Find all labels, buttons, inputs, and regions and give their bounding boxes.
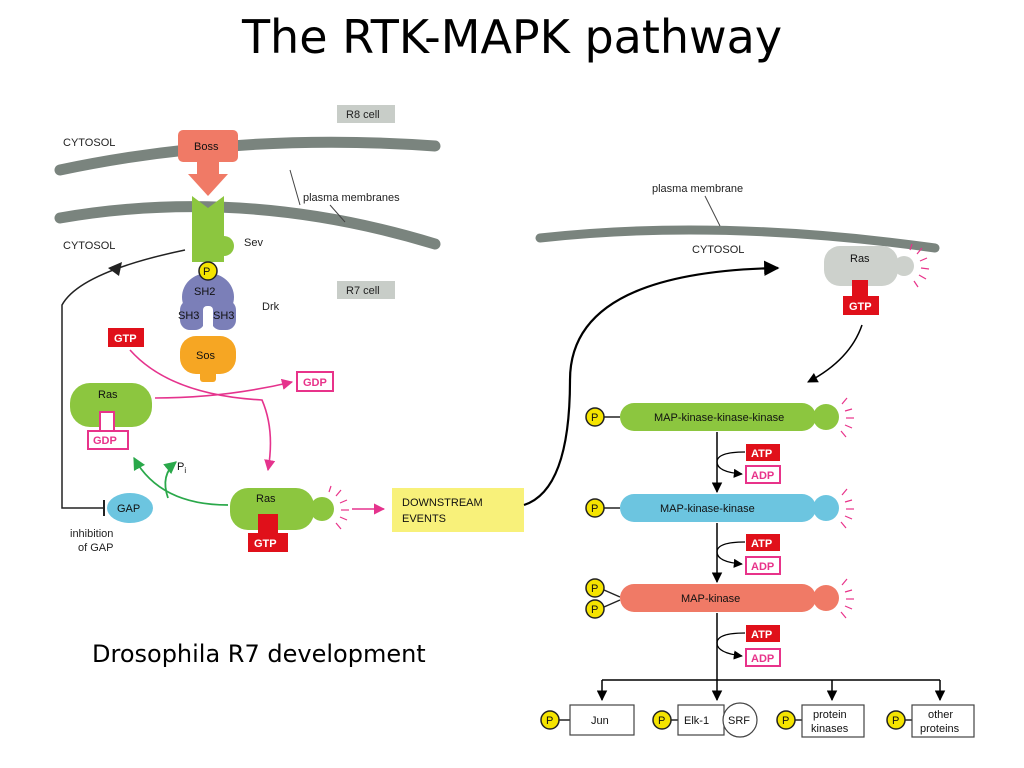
ras-inactive-label: Ras bbox=[98, 389, 118, 401]
slide-title: The RTK-MAPK pathway bbox=[241, 10, 783, 64]
inhibition-line1: inhibition bbox=[70, 528, 113, 540]
svg-text:protein: protein bbox=[813, 709, 847, 721]
target-other-proteins: P other proteins bbox=[886, 704, 975, 738]
mapk-row: P P MAP-kinase bbox=[585, 578, 854, 619]
connector-arrow bbox=[523, 260, 780, 507]
pi-label: Pi bbox=[177, 461, 186, 475]
right-ras-label: Ras bbox=[850, 253, 870, 265]
sev-phosphate-label: P bbox=[203, 266, 210, 278]
target-branches bbox=[596, 679, 946, 702]
boss-label: Boss bbox=[194, 141, 219, 153]
mapkk-row: P MAP-kinase-kinase bbox=[585, 488, 854, 529]
svg-text:P: P bbox=[892, 715, 899, 727]
sev-receptor: Sev bbox=[192, 196, 263, 262]
right-ras-gtp-label: GTP bbox=[849, 301, 872, 313]
pi-release-arrow bbox=[163, 461, 177, 499]
svg-text:P: P bbox=[658, 715, 665, 727]
svg-text:ATP: ATP bbox=[751, 629, 772, 641]
mapkk-phosphate-label: P bbox=[591, 503, 598, 515]
sev-phosphate: P bbox=[198, 261, 218, 281]
svg-text:R7 cell: R7 cell bbox=[346, 285, 380, 297]
mapkkk-row: P MAP-kinase-kinase-kinase bbox=[585, 397, 854, 438]
srf-label: SRF bbox=[728, 715, 750, 727]
svg-text:ADP: ADP bbox=[751, 653, 774, 665]
right-cytosol-label: CYTOSOL bbox=[692, 244, 744, 256]
ras-active-label: Ras bbox=[256, 493, 276, 505]
svg-text:P: P bbox=[546, 715, 553, 727]
gap-inhibition-arrowhead bbox=[108, 262, 122, 276]
svg-text:ATP: ATP bbox=[751, 448, 772, 460]
drk-adaptor: SH2 SH3 SH3 Drk bbox=[178, 273, 280, 336]
sh3-left-label: SH3 bbox=[178, 310, 199, 322]
right-plasma-membrane bbox=[535, 225, 940, 253]
phosphorylation-step-2: ATP ADP bbox=[711, 523, 781, 584]
mapkkk-phosphate-label: P bbox=[591, 412, 598, 424]
gtp-to-ras-arrow bbox=[129, 349, 276, 472]
r7-plasma-membrane bbox=[54, 201, 441, 250]
gap-label: GAP bbox=[117, 503, 140, 515]
phosphorylation-step-1: ATP ADP bbox=[711, 432, 781, 494]
downstream-events-box: DOWNSTREAM EVENTS bbox=[392, 488, 524, 532]
svg-text:ADP: ADP bbox=[751, 561, 774, 573]
inhibition-line2: of GAP bbox=[78, 542, 113, 554]
gap-protein: GAP bbox=[107, 493, 153, 523]
elk1-label: Elk-1 bbox=[684, 715, 709, 727]
svg-text:ADP: ADP bbox=[751, 470, 774, 482]
mapk-phosphate-1-label: P bbox=[591, 583, 598, 595]
r8-plasma-membrane bbox=[54, 136, 441, 176]
svg-text:GTP: GTP bbox=[114, 333, 137, 345]
plasma-membrane-label: plasma membrane bbox=[652, 183, 743, 195]
boss-ligand: Boss bbox=[178, 130, 238, 196]
slide-caption: Drosophila R7 development bbox=[92, 640, 426, 668]
mapk-phosphate-2-label: P bbox=[591, 604, 598, 616]
svg-text:R8 cell: R8 cell bbox=[346, 109, 380, 121]
r7-cell-label: R7 cell bbox=[337, 281, 395, 299]
right-ras: Ras GTP bbox=[824, 243, 930, 315]
sos-protein: Sos bbox=[180, 336, 236, 382]
svg-text:other: other bbox=[928, 709, 953, 721]
free-gdp-badge: GDP bbox=[296, 371, 334, 392]
svg-text:DOWNSTREAM: DOWNSTREAM bbox=[402, 497, 483, 509]
r8-cell-label: R8 cell bbox=[337, 105, 395, 123]
plasma-membranes-label: plasma membranes bbox=[303, 192, 400, 204]
mapk-label: MAP-kinase bbox=[681, 593, 740, 605]
jun-label: Jun bbox=[591, 715, 609, 727]
target-elk1-srf: P Elk-1 SRF bbox=[652, 702, 758, 738]
svg-text:kinases: kinases bbox=[811, 723, 849, 735]
sev-label: Sev bbox=[244, 237, 263, 249]
sos-label: Sos bbox=[196, 350, 215, 362]
plasma-membranes-leader bbox=[289, 169, 301, 206]
drk-label: Drk bbox=[262, 301, 280, 313]
free-gtp-badge: GTP bbox=[108, 328, 144, 347]
sh3-right-label: SH3 bbox=[213, 310, 234, 322]
gtp-hydrolysis-arrow bbox=[133, 456, 229, 506]
cytosol-bottom-label: CYTOSOL bbox=[63, 240, 115, 252]
target-jun: P Jun bbox=[540, 704, 635, 736]
svg-text:ATP: ATP bbox=[751, 538, 772, 550]
svg-text:proteins: proteins bbox=[920, 723, 960, 735]
gdp-release-arrow bbox=[154, 378, 294, 399]
ras-to-mapkkk-arrow bbox=[807, 324, 863, 383]
ras-active-gtp-label: GTP bbox=[254, 538, 277, 550]
svg-text:EVENTS: EVENTS bbox=[402, 513, 446, 525]
svg-text:P: P bbox=[782, 715, 789, 727]
sh2-label: SH2 bbox=[194, 286, 215, 298]
mapkk-label: MAP-kinase-kinase bbox=[660, 503, 755, 515]
mapkkk-label: MAP-kinase-kinase-kinase bbox=[654, 412, 784, 424]
plasma-membrane-leader bbox=[704, 195, 721, 227]
plasma-membranes-leader-2 bbox=[329, 204, 346, 223]
ras-active: Ras GTP bbox=[230, 485, 349, 552]
gap-inhibition-line bbox=[61, 249, 186, 509]
phosphorylation-step-3: ATP ADP bbox=[716, 613, 781, 680]
cytosol-top-label: CYTOSOL bbox=[63, 137, 115, 149]
svg-text:GDP: GDP bbox=[303, 377, 327, 389]
ras-inactive: Ras GDP bbox=[70, 383, 152, 450]
target-protein-kinases: P protein kinases bbox=[776, 704, 865, 738]
ras-inactive-gdp-label: GDP bbox=[93, 435, 117, 447]
